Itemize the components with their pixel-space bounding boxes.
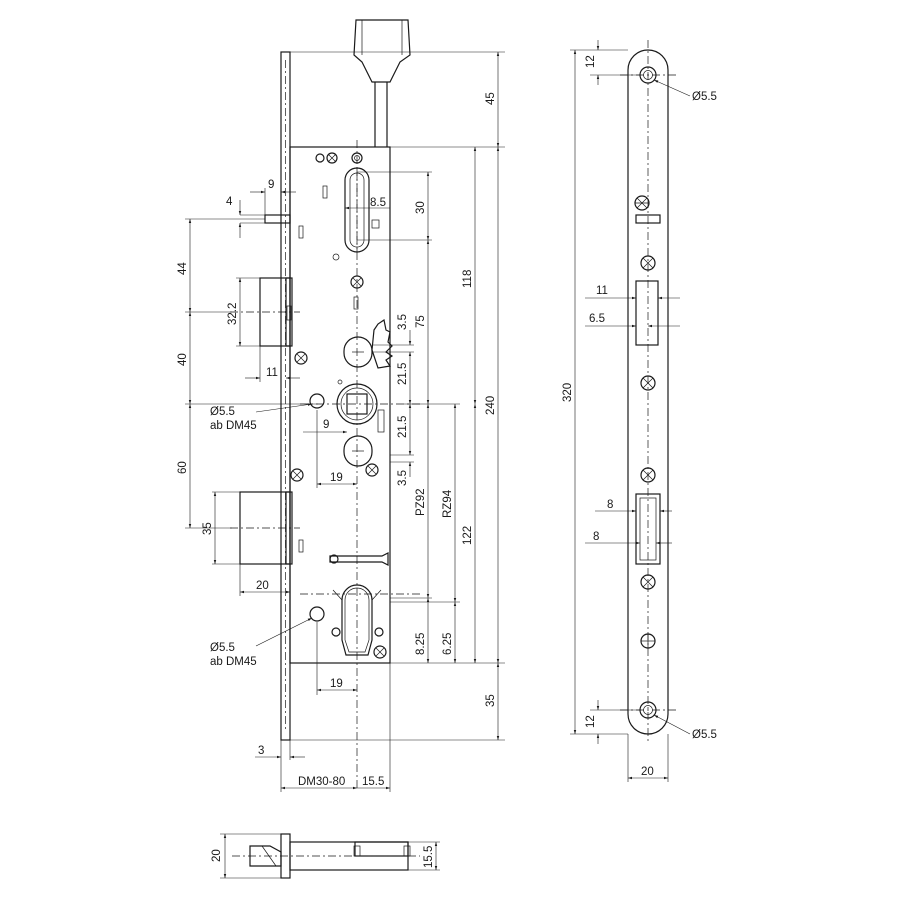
dim-21-5-top: 21.5	[397, 363, 409, 385]
screw-icon	[640, 574, 656, 590]
dim-35-right: 35	[485, 694, 497, 707]
dim-240: 240	[485, 396, 497, 415]
screw-icon	[294, 351, 308, 365]
screw-icon	[640, 255, 656, 271]
screw-icon	[373, 645, 387, 659]
dimension-lines	[185, 51, 505, 792]
spring-part	[371, 319, 394, 369]
dim-122: 122	[462, 526, 474, 545]
bv-dim-20: 20	[211, 849, 223, 862]
dim-118: 118	[462, 270, 474, 288]
dim-35-left: 35	[202, 522, 214, 535]
dim-4: 4	[226, 196, 233, 208]
dim-6-25: 6.25	[442, 633, 454, 655]
fp-dim-6-5: 6.5	[589, 313, 605, 325]
faceplate-dimension-labels: 12 Ø5.5 11 6.5 320 8 8 12 Ø5.5 20	[562, 55, 717, 778]
dim-3: 3	[258, 745, 264, 757]
screw-icon	[365, 463, 379, 477]
dim-3-5-top: 3.5	[397, 314, 409, 330]
dim-8-25: 8.25	[415, 633, 427, 655]
dim-8-5: 8.5	[370, 197, 386, 209]
cylinder-cutout	[332, 584, 382, 656]
bolt-opening	[635, 493, 661, 565]
dim-32-2: 32.2	[227, 303, 239, 325]
dim-40: 40	[177, 353, 189, 366]
fp-dim-20: 20	[641, 766, 654, 778]
mounting-hole-upper	[309, 393, 325, 409]
screw-icon	[290, 468, 304, 482]
dim-9-mid: 9	[323, 419, 329, 431]
mounting-hole-lower	[309, 606, 325, 622]
screw-icon	[315, 153, 325, 163]
screw-icon	[640, 467, 656, 483]
fp-dim-hole-top: Ø5.5	[692, 91, 717, 103]
bottom-view-dimension-lines	[220, 833, 440, 879]
dim-75: 75	[415, 315, 427, 328]
lock-case-side-view	[230, 19, 420, 790]
fp-dim-320: 320	[562, 383, 574, 402]
bv-dim-15-5: 15.5	[423, 846, 435, 868]
dim-44: 44	[177, 262, 189, 275]
faceplate-front-view	[620, 40, 676, 744]
screw-icon	[640, 375, 656, 391]
dim-20-left: 20	[256, 580, 269, 592]
rod-connector	[353, 19, 411, 147]
dim-15-5-bottom: 15.5	[362, 776, 384, 788]
fp-dim-8-b: 8	[593, 531, 599, 543]
dim-45: 45	[485, 92, 497, 105]
dim-60: 60	[177, 461, 189, 474]
bolt-pin	[264, 214, 291, 224]
dim-9-top: 9	[268, 179, 274, 191]
bottom-view	[232, 833, 420, 879]
fp-dim-12-bottom: 12	[585, 715, 597, 728]
dim-11-left: 11	[266, 367, 278, 379]
pin	[329, 552, 389, 566]
hole-lower-note: ab DM45	[210, 656, 257, 668]
faceplate-dimension-lines	[570, 40, 691, 782]
hole-upper-note: ab DM45	[210, 420, 257, 432]
hole-upper-label: Ø5.5	[210, 406, 235, 418]
fp-dim-12-top: 12	[585, 55, 597, 68]
dim-rz94: RZ94	[442, 489, 454, 518]
screw-icon	[326, 152, 338, 164]
bottom-view-dimension-labels: 20 15.5	[211, 846, 435, 868]
dim-dm: DM30-80	[298, 776, 345, 788]
dim-30: 30	[415, 201, 427, 214]
dim-pz92: PZ92	[415, 489, 427, 517]
dim-19-lower: 19	[330, 678, 343, 690]
dimension-labels: 9 4 44 32.2 11 40 60 35 20 3 DM30-80 15.…	[177, 92, 497, 788]
fp-dim-11: 11	[596, 285, 608, 297]
dim-3-5-bottom: 3.5	[397, 470, 409, 486]
fp-dim-hole-bottom: Ø5.5	[692, 729, 717, 741]
dim-19-upper: 19	[330, 472, 343, 484]
hole-lower-label: Ø5.5	[210, 642, 235, 654]
fp-dim-8-a: 8	[607, 499, 613, 511]
latch-opening	[635, 280, 659, 346]
dim-21-5-bottom: 21.5	[397, 416, 409, 438]
